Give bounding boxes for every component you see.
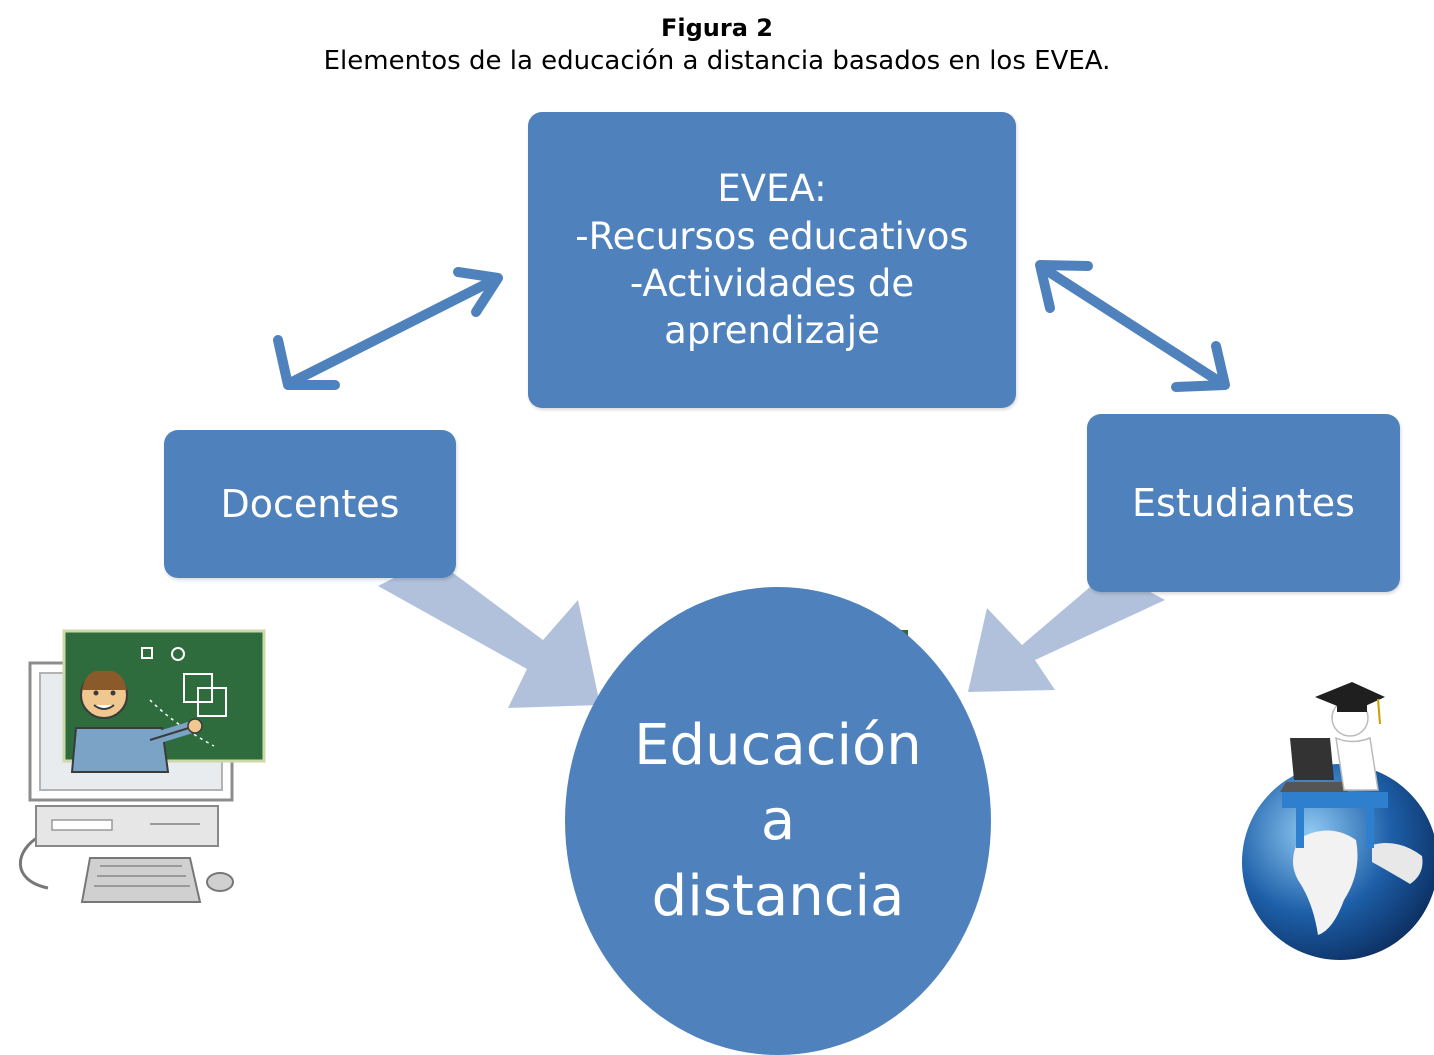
center-line-3: distancia — [651, 863, 905, 929]
graduate-globe-icon — [1242, 682, 1434, 960]
center-line-2: a — [760, 788, 796, 854]
teacher-computer-icon — [18, 629, 266, 903]
evea-title: EVEA: — [717, 167, 827, 211]
educacion-distancia-node: Educación a distancia — [565, 587, 991, 1055]
double-arrow-docentes-evea — [273, 267, 503, 390]
double-arrow-evea-estudiantes — [1035, 260, 1230, 392]
arrow-estudiantes-to-center — [968, 570, 1165, 692]
figure-subtitle: Elementos de la educación a distancia ba… — [323, 46, 1111, 76]
evea-item-actividades: -Actividades de — [629, 262, 915, 305]
evea-node: EVEA: -Recursos educativos -Actividades … — [528, 112, 1016, 408]
evea-item-recursos: -Recursos educativos — [575, 214, 969, 258]
center-line-1: Educación — [634, 712, 922, 778]
figure-title: Figura 2 — [661, 14, 773, 42]
evea-item-aprendizaje: aprendizaje — [664, 309, 880, 353]
estudiantes-node: Estudiantes — [1087, 414, 1400, 592]
docentes-node: Docentes — [164, 430, 456, 578]
arrow-docentes-to-center — [378, 558, 600, 708]
